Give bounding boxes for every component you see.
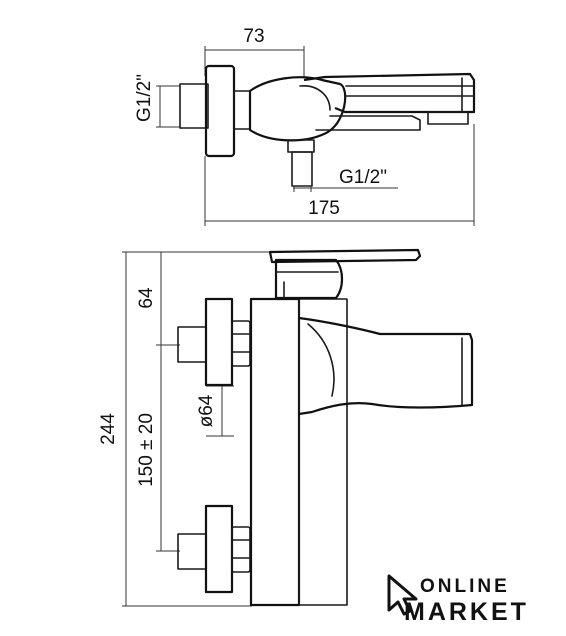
side-lower-nut xyxy=(231,526,251,573)
top-outlet xyxy=(427,111,469,125)
logo-line-market: MARKET xyxy=(404,598,529,626)
top-body-highlight xyxy=(299,85,331,111)
dim-175-label: 175 xyxy=(308,198,340,219)
side-upper-inlet-stub xyxy=(177,326,207,363)
cursor-arrow-icon xyxy=(387,574,418,616)
dim-73-label: 73 xyxy=(243,26,264,47)
dim-g12-bottom-label: G1/2" xyxy=(339,167,387,188)
dim-244-label: 244 xyxy=(98,413,119,445)
top-inlet-stub xyxy=(179,83,209,129)
dim-150-label: 150 ± 20 xyxy=(136,413,157,487)
side-main-body xyxy=(249,297,301,607)
side-spout xyxy=(298,316,474,416)
top-bottom-nut xyxy=(287,139,315,153)
side-lower-inlet-stub xyxy=(177,533,207,570)
side-upper-escutcheon xyxy=(204,297,234,387)
online-market-logo: ONLINE MARKET xyxy=(387,574,529,626)
dim-64-label: 64 xyxy=(136,287,157,309)
side-cartridge xyxy=(274,258,344,300)
logo-line-online: ONLINE xyxy=(420,576,510,597)
side-spout-curve xyxy=(307,323,335,397)
top-nut xyxy=(233,90,251,130)
top-body xyxy=(248,76,347,142)
side-view: 244 64 150 ± 20 ø64 xyxy=(98,248,474,607)
side-lever-handle xyxy=(268,248,422,264)
top-escutcheon xyxy=(204,64,236,158)
side-upper-nut xyxy=(231,320,251,367)
top-view: 73 G1/2" G1/2" 175 xyxy=(134,26,476,226)
dim-g12-side-label: G1/2" xyxy=(134,74,155,122)
side-lower-escutcheon xyxy=(204,504,234,594)
dim-diameter-label: ø64 xyxy=(196,394,217,427)
top-spout-plate xyxy=(303,72,476,114)
side-main-body-front xyxy=(298,298,348,606)
top-bottom-inlet xyxy=(291,151,313,187)
top-lever xyxy=(315,115,421,131)
